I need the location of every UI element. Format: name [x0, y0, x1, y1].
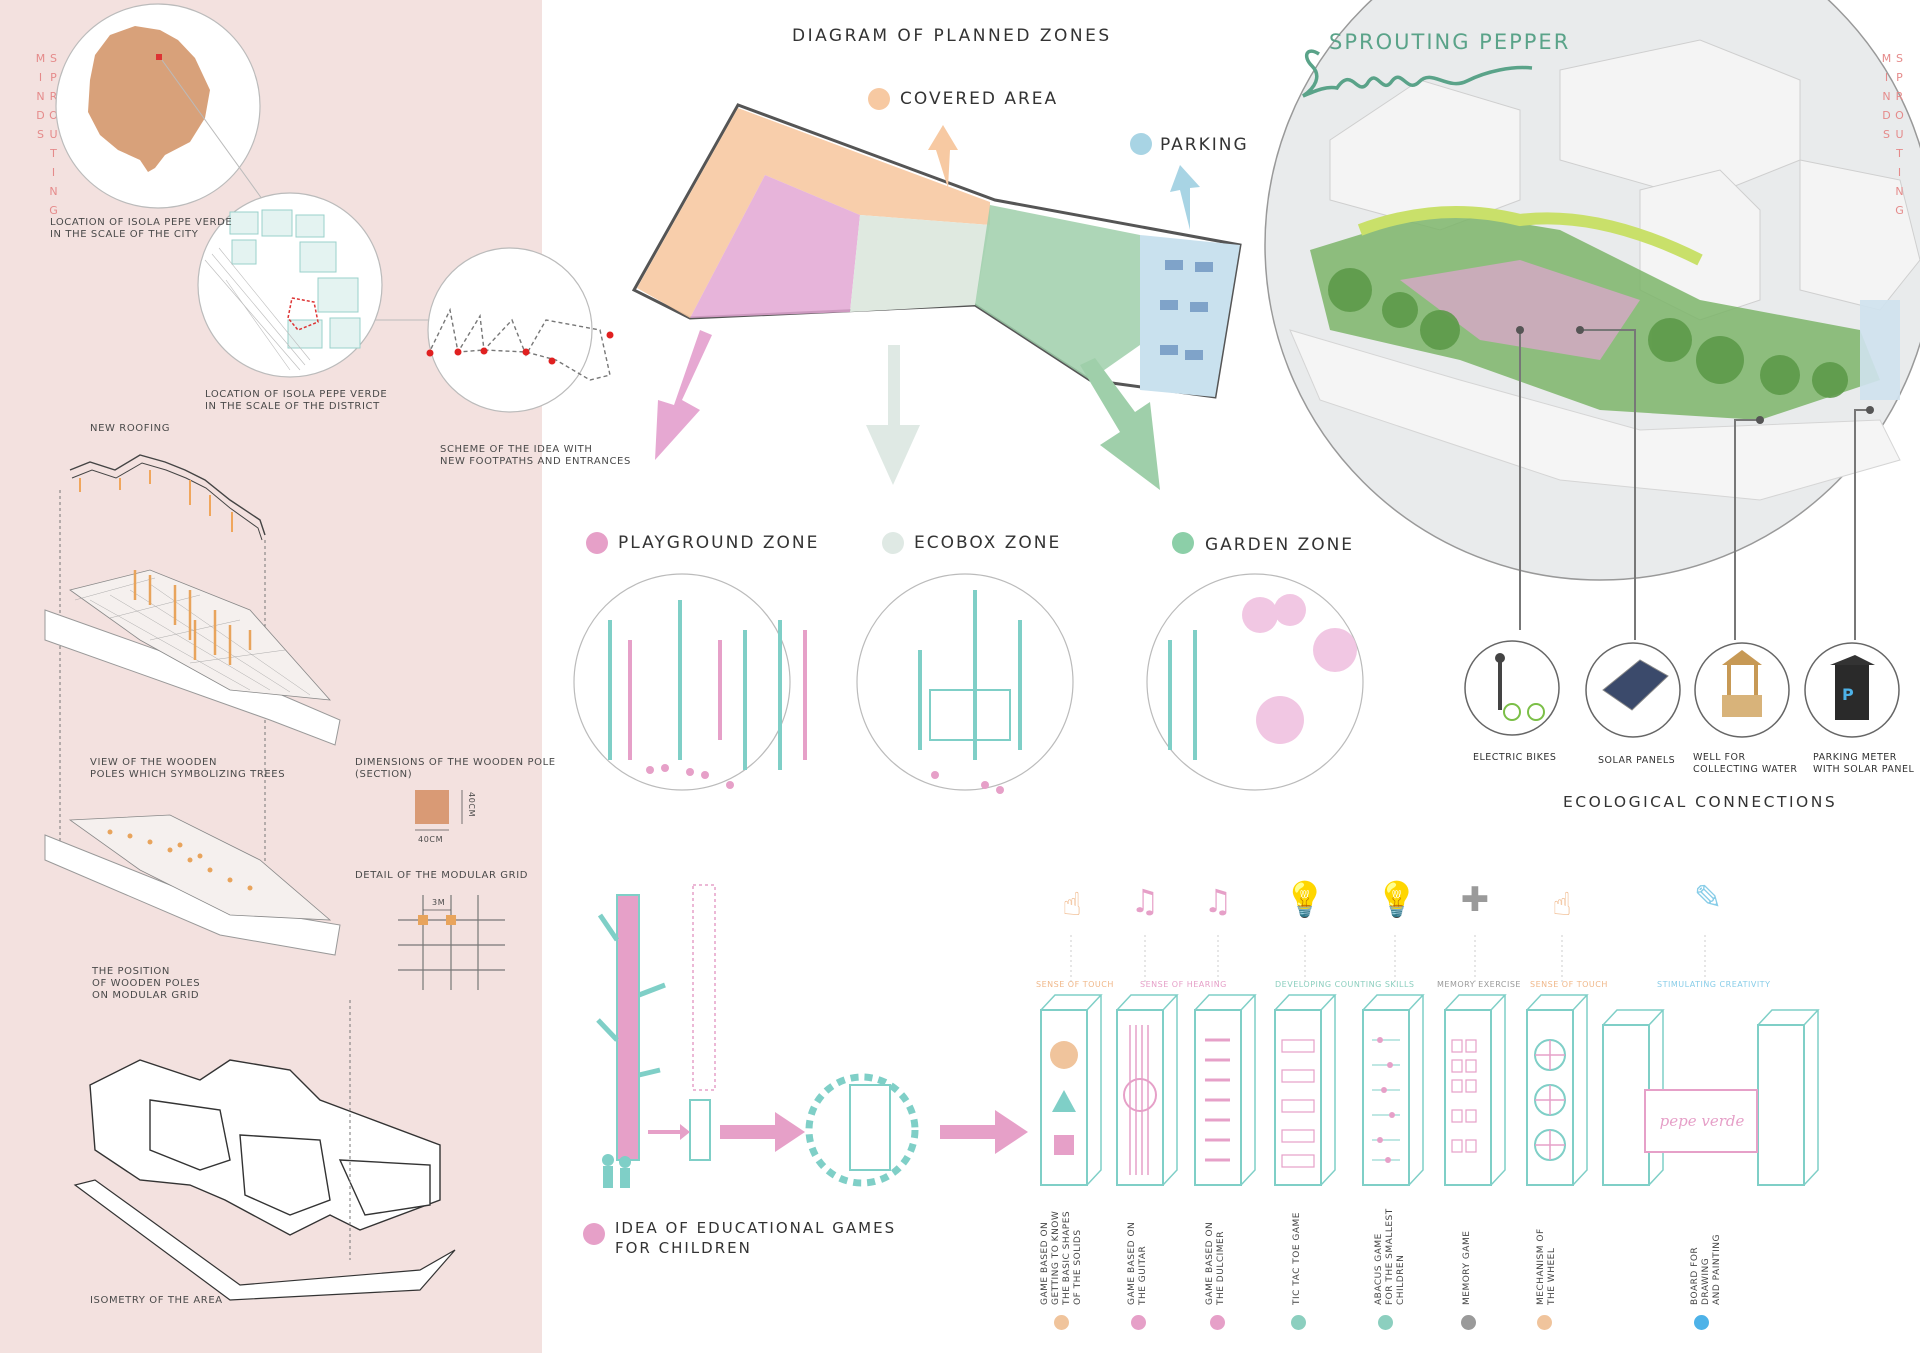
covered-area-dot	[868, 88, 890, 110]
caption-wooden-poles: VIEW OF THE WOODEN POLES WHICH SYMBOLIZI…	[90, 757, 286, 780]
arrow-parking	[1170, 165, 1200, 230]
caption-new-roofing: NEW ROOFING	[90, 423, 171, 434]
scheme-circle	[427, 247, 593, 413]
arrow-playground	[655, 330, 712, 460]
ecobox-zone-label: ECOBOX ZONE	[914, 533, 1062, 553]
parking-label: PARKING	[1160, 135, 1249, 155]
playground-zone-label: PLAYGROUND ZONE	[618, 533, 820, 553]
left-panel-drawings	[44, 3, 614, 1301]
game-label-memory: MEMORY GAME	[1462, 1230, 1472, 1305]
caption-position: THE POSITION OF WOODEN POLES ON MODULAR …	[92, 966, 201, 1001]
game-dot-tic-tac-toe	[1291, 1315, 1306, 1330]
new-roofing	[69, 454, 266, 536]
eco-label-solar-panels: SOLAR PANELS	[1598, 755, 1676, 766]
brand-name: SPROUTING PEPPER	[1329, 30, 1571, 54]
footpath-scheme	[427, 307, 611, 381]
svg-text:P: P	[1842, 685, 1854, 704]
game-label-solids: GAME BASED ON GETTING TO KNOW THE BASIC …	[1040, 1210, 1083, 1305]
garden-zone-label: GARDEN ZONE	[1205, 535, 1355, 555]
pencil-head-icon: ✎	[1693, 878, 1723, 918]
category-stimulating-creativity: STIMULATING CREATIVITY	[1657, 980, 1771, 989]
caption-isometry: ISOMETRY OF THE AREA	[90, 1295, 223, 1306]
dimension-horizontal: 40CM	[418, 835, 444, 844]
category-sense-of-touch: SENSE OF TOUCH	[1036, 980, 1114, 989]
brand-logo: SPROUTING PEPPER	[1297, 26, 1568, 106]
garden-circle	[1146, 573, 1364, 791]
game-label-drawing-board: BOARD FOR DRAWING AND PAINTING	[1690, 1234, 1722, 1305]
touch-hand-icon-2: ☝	[1552, 885, 1572, 923]
side-title-right: SPROUTING MINDS	[1880, 52, 1906, 223]
ecobox-dot	[882, 532, 904, 554]
caption-dimensions: DIMENSIONS OF THE WOODEN POLE (SECTION)	[355, 757, 556, 780]
touch-hand-icon: ☝	[1062, 885, 1082, 923]
arrow-garden	[1080, 358, 1160, 490]
category-sense-of-hearing: SENSE OF HEARING	[1140, 980, 1227, 989]
game-dot-wheel	[1537, 1315, 1552, 1330]
game-label-guitar: GAME BASED ON THE GUITAR	[1127, 1221, 1148, 1305]
music-note-icon-2: ♫	[1203, 882, 1233, 920]
game-label-dulcimer: GAME BASED ON THE DULCIMER	[1205, 1221, 1226, 1305]
caption-scheme: SCHEME OF THE IDEA WITH NEW FOOTPATHS AN…	[440, 444, 631, 467]
game-dot-solids	[1054, 1315, 1069, 1330]
caption-district-location: LOCATION OF ISOLA PEPE VERDE IN THE SCAL…	[205, 389, 388, 412]
ecological-connections-title: ECOLOGICAL CONNECTIONS	[1563, 793, 1838, 811]
eco-label-parking-meter: PARKING METER WITH SOLAR PANEL	[1813, 752, 1915, 775]
garden-dot	[1172, 532, 1194, 554]
category-memory-exercise: MEMORY EXERCISE	[1437, 980, 1521, 989]
game-dot-drawing-board	[1694, 1315, 1709, 1330]
lightbulb-head-icon: 💡	[1283, 880, 1327, 920]
city-location-marker	[156, 54, 162, 60]
lightbulb-head-icon-2: 💡	[1375, 880, 1419, 920]
game-dot-dulcimer	[1210, 1315, 1225, 1330]
isometry-of-area	[89, 1059, 441, 1236]
games-idea-dot	[583, 1223, 605, 1245]
dimension-vertical: 40CM	[467, 792, 476, 818]
playground-dot	[586, 532, 608, 554]
games-idea-label: IDEA OF EDUCATIONAL GAMES FOR CHILDREN	[615, 1219, 897, 1257]
caption-grid-detail: DETAIL OF THE MODULAR GRID	[355, 870, 529, 881]
zones-title: DIAGRAM OF PLANNED ZONES	[792, 26, 1112, 46]
eco-label-electric-bikes: ELECTRIC BIKES	[1473, 752, 1557, 763]
arrow-covered-area	[928, 125, 958, 188]
game-label-abacus: ABACUS GAME FOR THE SMALLEST CHILDREN	[1374, 1208, 1406, 1305]
board-text: pepe verde	[1659, 1112, 1745, 1130]
game-dot-abacus	[1378, 1315, 1393, 1330]
category-sense-of-touch-2: SENSE OF TOUCH	[1530, 980, 1608, 989]
drawing-board	[1644, 1089, 1758, 1153]
covered-area-label: COVERED AREA	[900, 89, 1059, 109]
arrow-ecobox	[866, 345, 920, 485]
game-dot-guitar	[1131, 1315, 1146, 1330]
covered-area-region	[637, 108, 990, 318]
ecobox-region	[850, 215, 990, 312]
eco-label-water-well: WELL FOR COLLECTING WATER	[1693, 752, 1798, 775]
playground-region	[690, 175, 860, 318]
puzzle-head-icon: ✚	[1460, 880, 1490, 920]
city-shape	[88, 26, 210, 172]
game-label-wheel: MECHANISM OF THE WHEEL	[1536, 1228, 1557, 1305]
parking-region	[1140, 235, 1240, 397]
parking-dot	[1130, 133, 1152, 155]
game-label-tic-tac-toe: TIC TAC TOE GAME	[1292, 1212, 1302, 1305]
pole-section-square	[415, 790, 449, 824]
grid-size-label: 3M	[432, 898, 446, 907]
game-dot-memory	[1461, 1315, 1476, 1330]
garden-region	[975, 205, 1140, 380]
caption-city-location: LOCATION OF ISOLA PEPE VERDE IN THE SCAL…	[50, 217, 233, 240]
category-counting-skills: DEVELOPING COUNTING SKILLS	[1275, 980, 1415, 989]
music-note-icon: ♫	[1130, 882, 1160, 920]
